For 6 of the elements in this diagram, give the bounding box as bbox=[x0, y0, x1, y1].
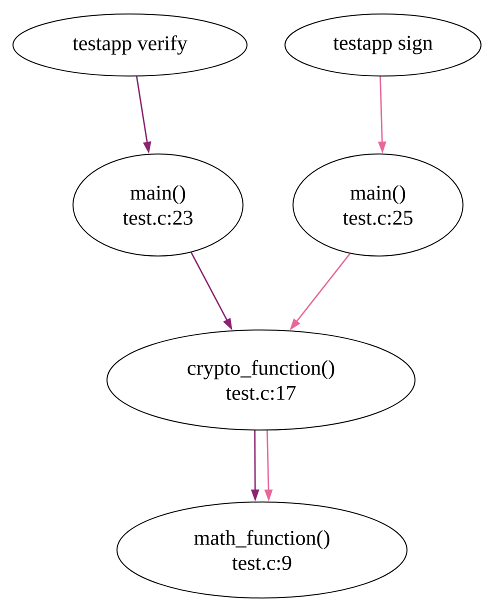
ellipse-node: crypto_function() test.c:17 bbox=[106, 330, 416, 430]
ellipse-node: testapp verify bbox=[12, 14, 248, 76]
ellipse-node: testapp sign bbox=[284, 14, 482, 76]
ellipse-node: main() test.c:25 bbox=[292, 154, 464, 256]
ellipse-node: math_function() test.c:9 bbox=[116, 502, 408, 598]
ellipse-node: main() test.c:23 bbox=[72, 154, 244, 256]
